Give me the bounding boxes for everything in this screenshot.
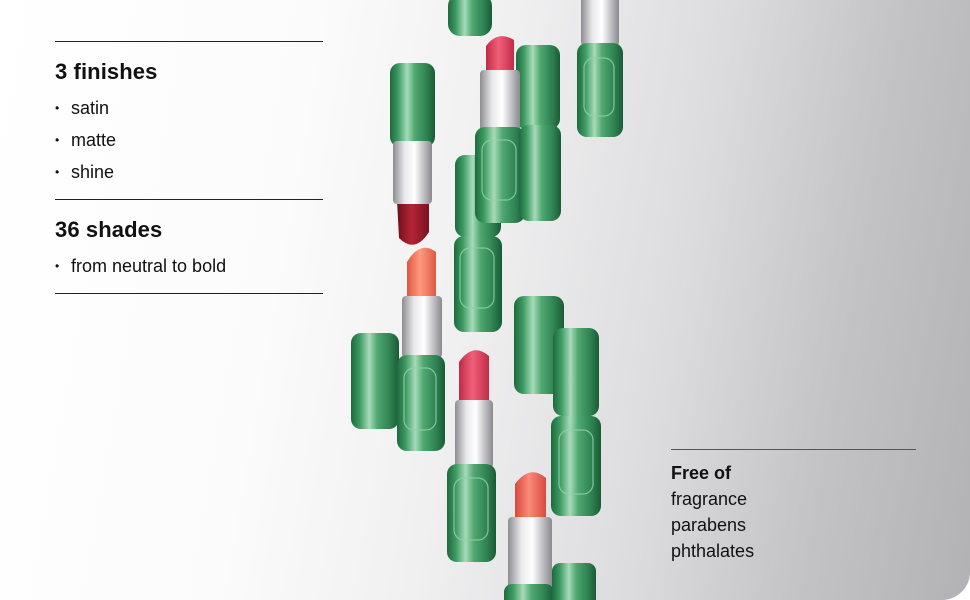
lipstick-sleeve	[480, 70, 520, 132]
finishes-heading: 3 finishes	[55, 59, 158, 84]
lipstick-cap	[516, 45, 560, 129]
lipstick-base	[454, 236, 502, 332]
lipstick-bullet-coral	[515, 472, 546, 522]
lipstick-cap	[552, 563, 596, 600]
brand-emblem	[459, 247, 495, 309]
brand-emblem	[403, 367, 437, 431]
finishes-list: satin matte shine	[55, 96, 116, 192]
lipstick-cap	[351, 333, 399, 429]
list-item: matte	[55, 128, 116, 160]
lipstick-sleeve	[393, 141, 432, 204]
divider-bottom	[55, 293, 323, 294]
lipstick-sleeve	[581, 0, 619, 46]
lipstick-cap	[448, 0, 492, 36]
lipstick-sleeve	[455, 400, 493, 468]
lipstick-base	[504, 584, 554, 600]
free-of-heading: Free of	[671, 463, 732, 483]
shades-list: from neutral to bold	[55, 254, 226, 286]
free-of-item: phthalates	[671, 541, 755, 561]
free-of-block: Free of fragrance parabens phthalates	[671, 460, 754, 564]
lipstick-base	[551, 416, 601, 516]
divider-top	[55, 41, 323, 42]
divider-free-of	[671, 449, 916, 450]
free-of-item: parabens	[671, 515, 747, 535]
lipstick-bullet-orange	[407, 247, 436, 300]
lipstick-cap	[553, 328, 599, 416]
brand-emblem	[481, 139, 517, 201]
list-item: satin	[55, 96, 116, 128]
lipstick-base	[519, 125, 561, 221]
list-item: from neutral to bold	[55, 254, 226, 286]
list-item: shine	[55, 160, 116, 192]
lipstick-base	[577, 43, 623, 137]
shades-heading: 36 shades	[55, 217, 163, 242]
brand-emblem	[558, 429, 594, 495]
brand-emblem	[453, 477, 489, 541]
lipstick-bullet-red	[397, 200, 429, 245]
lipstick-bullet-pink	[486, 36, 514, 74]
brand-emblem	[583, 57, 615, 117]
divider-middle	[55, 199, 323, 200]
brand-emblem-set	[403, 57, 615, 541]
lipstick-cap	[390, 63, 435, 147]
lipstick-cap	[514, 296, 564, 394]
lipstick-bullet-pink	[459, 350, 489, 404]
lipstick-sleeve	[508, 517, 552, 589]
lipstick-sleeve	[402, 296, 442, 358]
free-of-item: fragrance	[671, 489, 748, 509]
